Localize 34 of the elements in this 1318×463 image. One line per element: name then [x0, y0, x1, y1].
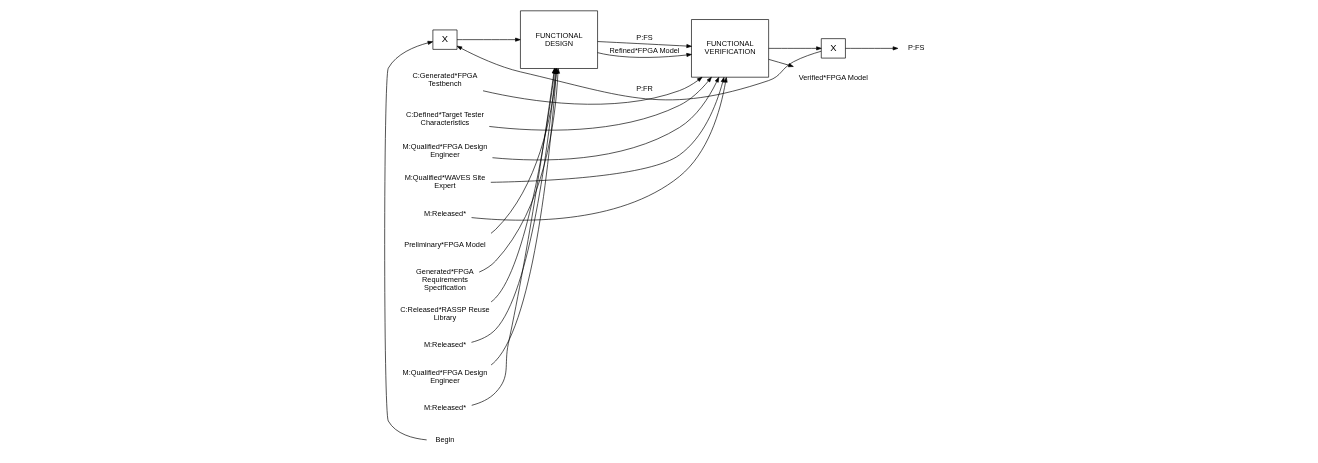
- node-text: Verified*FPGA Model: [798, 72, 868, 82]
- arrow: [489, 77, 725, 183]
- node-box: X: [432, 29, 457, 50]
- edge-label: Refined*FPGA Model: [609, 45, 679, 55]
- node-box: FUNCTIONAL DESIGN: [519, 10, 598, 69]
- node-text: Preliminary*FPGA Model: [403, 240, 486, 250]
- arrow: [456, 37, 521, 42]
- node-box: FUNCTIONAL VERIFICATION: [690, 19, 769, 78]
- arrow: [470, 77, 727, 221]
- edge-label: P:FS: [635, 33, 653, 43]
- node-text: M:Qualified*FPGA Design Engineer: [402, 141, 487, 159]
- node-box: X: [820, 38, 846, 59]
- node-text: Generated*FPGA Requirements Specification: [415, 266, 474, 292]
- arrow: [767, 46, 822, 51]
- arrow: [456, 45, 821, 101]
- node-text: C:Generated*FPGA Testbench: [411, 71, 477, 89]
- node-text: M:Released*: [423, 208, 466, 218]
- node-text: P:FS: [907, 43, 924, 53]
- node-text: C:Released*RASSP Reuse Library: [399, 304, 490, 322]
- arrow: [491, 77, 719, 161]
- node-text: M:Released*: [423, 403, 466, 413]
- arrow: [488, 76, 712, 131]
- node-text: M:Released*: [423, 340, 466, 350]
- arrow: [596, 52, 692, 58]
- node-text: Begin: [435, 435, 454, 444]
- node-text: M:Qualified*FPGA Design Engineer: [402, 367, 487, 385]
- edge-label: P:FR: [635, 84, 653, 94]
- arrow: [383, 40, 433, 441]
- node-text: C:Defined*Target Tester Characteristics: [405, 110, 484, 128]
- arrow: [844, 46, 898, 51]
- node-text: M:Qualified*WAVES Site Expert: [404, 173, 485, 191]
- arrow: [767, 59, 794, 68]
- arrow: [596, 41, 692, 49]
- arrow: [482, 76, 702, 105]
